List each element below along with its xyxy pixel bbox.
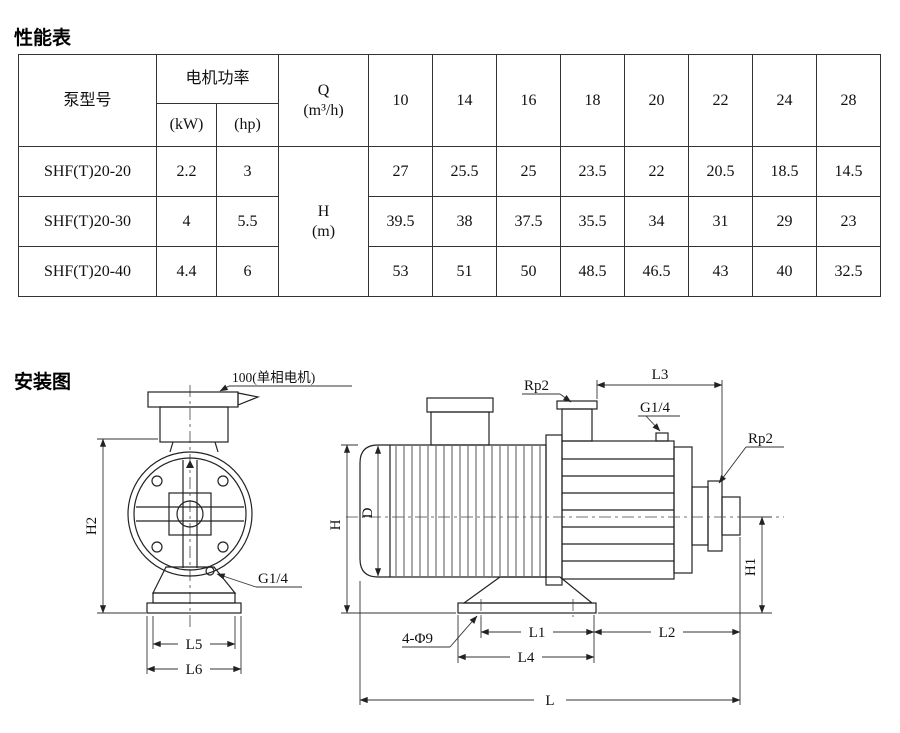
side-dim-l-label: L <box>534 693 566 709</box>
cell-kw: 4.4 <box>156 246 217 297</box>
table-header-row-1: 泵型号 电机功率 Q (m³/h) 10 14 16 18 20 22 24 2… <box>18 54 882 147</box>
installation-diagram-title: 安装图 <box>14 371 72 393</box>
col-header-kw: (kW) <box>156 103 217 147</box>
cell-head: 20.5 <box>688 146 754 197</box>
side-dim-l4-label: L4 <box>510 650 542 666</box>
cell-head: 31 <box>688 196 754 247</box>
table-header-row-2: (kW) (hp) <box>19 103 881 147</box>
side-dim-l1: L1 <box>529 625 546 641</box>
performance-table: 泵型号 电机功率 Q (m³/h) 10 14 16 18 20 22 24 2… <box>18 54 882 297</box>
cell-head: 14.5 <box>816 146 882 197</box>
side-dim-l4: L4 <box>518 650 535 666</box>
q-label: Q <box>317 82 330 100</box>
side-dim-l2-label: L2 <box>651 625 683 641</box>
col-header-pump-model: 泵型号 <box>18 54 157 147</box>
side-view <box>346 397 784 617</box>
front-dim-l5: L5 <box>186 637 203 653</box>
cell-head: 40 <box>752 246 818 297</box>
front-view-dimensions <box>97 384 352 674</box>
cell-head: 25 <box>496 146 562 197</box>
cell-head: 23.5 <box>560 146 626 197</box>
cell-head: 25.5 <box>432 146 498 197</box>
side-dim-h: H <box>328 519 344 530</box>
h-unit: (m) <box>311 222 336 240</box>
col-header-flow-16: 16 <box>496 54 562 147</box>
cell-head: 43 <box>688 246 754 297</box>
side-dim-d: D <box>360 507 376 518</box>
cell-model: SHF(T)20-30 <box>18 196 157 247</box>
table-row: SHF(T)20-40 4.4 6 53 51 50 48.5 46.5 43 … <box>18 246 882 297</box>
cell-head: 18.5 <box>752 146 818 197</box>
side-port-g14: G1/4 <box>640 400 671 416</box>
cell-head: 48.5 <box>560 246 626 297</box>
cell-head: 32.5 <box>816 246 882 297</box>
cell-head: 38 <box>432 196 498 247</box>
installation-diagram: 100(单相电机) H2 G1/4 L5 L6 <box>84 367 784 709</box>
col-header-flow-22: 22 <box>688 54 754 147</box>
side-port-rp2-top: Rp2 <box>524 378 549 394</box>
cell-head: 46.5 <box>624 246 690 297</box>
front-port-g14: G1/4 <box>258 571 289 587</box>
front-dim-l5-label: L5 <box>178 637 210 653</box>
row-header-head: H (m) <box>278 146 370 297</box>
cell-model: SHF(T)20-40 <box>18 246 157 297</box>
side-port-rp2-right: Rp2 <box>748 431 773 447</box>
col-header-flow-18: 18 <box>560 54 626 147</box>
cell-hp: 3 <box>215 146 280 197</box>
front-dim-l6-label: L6 <box>178 662 210 678</box>
cell-head: 39.5 <box>368 196 434 247</box>
col-header-flow-10: 10 <box>368 54 434 147</box>
cell-kw: 2.2 <box>156 146 217 197</box>
cell-kw: 4 <box>156 196 217 247</box>
side-dim-l1-label: L1 <box>521 625 553 641</box>
front-dim-h2: H2 <box>84 517 100 535</box>
side-dim-h1: H1 <box>743 558 759 576</box>
col-header-flow-20: 20 <box>624 54 690 147</box>
table-row: SHF(T)20-30 4 5.5 39.5 38 37.5 35.5 34 3… <box>18 196 882 247</box>
cell-hp: 5.5 <box>215 196 280 247</box>
cell-head: 22 <box>624 146 690 197</box>
performance-table-title: 性能表 <box>14 27 72 49</box>
col-header-flow-28: 28 <box>816 54 882 147</box>
col-header-flow: Q (m³/h) <box>278 54 370 147</box>
cell-head: 53 <box>368 246 434 297</box>
cell-model: SHF(T)20-20 <box>18 146 157 197</box>
front-view <box>127 385 261 627</box>
cell-head: 51 <box>432 246 498 297</box>
side-view-labels: Rp2 L3 G1/4 Rp2 H D H1 4-Φ9 L1 L2 L4 L <box>328 367 773 709</box>
cell-head: 23 <box>816 196 882 247</box>
side-holes-note: 4-Φ9 <box>402 631 433 647</box>
cell-head: 27 <box>368 146 434 197</box>
col-header-flow-14: 14 <box>432 54 498 147</box>
cell-head: 50 <box>496 246 562 297</box>
front-view-labels: 100(单相电机) H2 G1/4 L5 L6 <box>84 370 315 678</box>
cell-hp: 6 <box>215 246 280 297</box>
cell-head: 35.5 <box>560 196 626 247</box>
q-unit: (m³/h) <box>303 101 344 119</box>
front-motor-note: 100(单相电机) <box>232 370 315 385</box>
side-dim-l2: L2 <box>659 625 676 641</box>
col-header-motor-power: 电机功率 <box>155 54 280 104</box>
h-label: H <box>317 203 330 221</box>
front-dim-l6: L6 <box>186 662 203 678</box>
table-row: SHF(T)20-20 2.2 3 H (m) 27 25.5 25 23.5 … <box>18 146 882 297</box>
cell-head: 34 <box>624 196 690 247</box>
col-header-hp: (hp) <box>215 103 280 147</box>
cell-head: 29 <box>752 196 818 247</box>
cell-head: 37.5 <box>496 196 562 247</box>
side-view-dimensions <box>341 380 784 705</box>
col-header-flow-24: 24 <box>752 54 818 147</box>
side-dim-l3: L3 <box>652 367 669 383</box>
side-dim-l: L <box>545 693 554 709</box>
